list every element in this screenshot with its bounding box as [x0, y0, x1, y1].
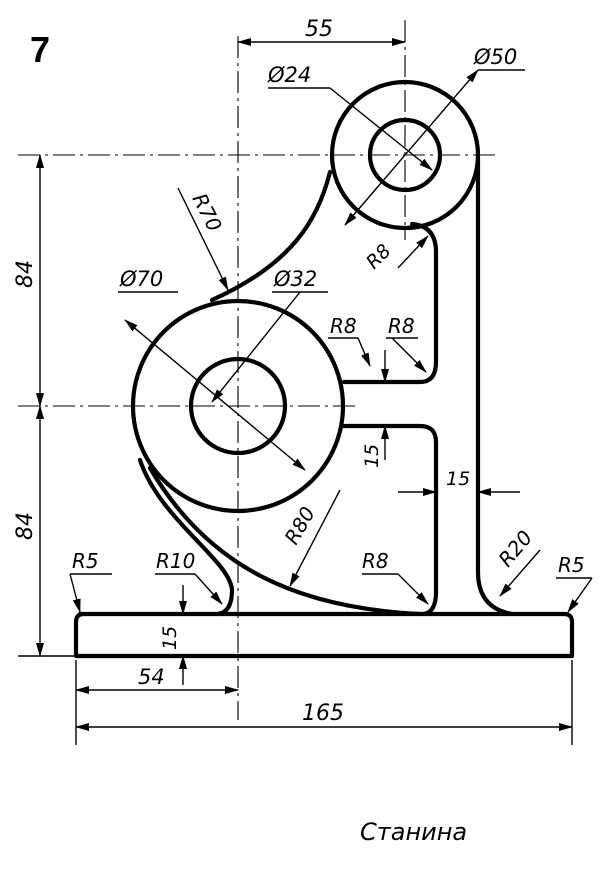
dim-dia-50: Ø50: [473, 45, 517, 69]
exercise-number: 7: [30, 29, 50, 70]
dim-54: 54: [138, 665, 165, 689]
arc-r80: [147, 465, 423, 617]
dim-55: 55: [305, 17, 333, 42]
dim-r5-right: R5: [558, 553, 585, 577]
dim-r70: R70: [188, 189, 227, 235]
base-plate: [73, 611, 575, 659]
dim-dia-24: Ø24: [267, 63, 311, 87]
dim-r8-slot-right: R8: [388, 314, 415, 338]
leaders: [69, 69, 593, 613]
dim-84-upper: 84: [13, 260, 38, 288]
right-column: [475, 155, 515, 617]
fillet-r10: [137, 457, 235, 617]
dim-84-lower: 84: [13, 512, 38, 540]
dim-15-slot: 15: [361, 444, 383, 468]
dim-dia-32: Ø32: [273, 267, 317, 291]
part-outline: [73, 79, 575, 659]
slot-lower-contour: [341, 423, 439, 617]
caption: Станина: [360, 818, 467, 846]
dimension-lines: [36, 38, 573, 731]
web-contour: [341, 221, 439, 385]
dim-r80: R80: [280, 502, 320, 548]
labels: 7 55 Ø50 Ø24 R70 Ø70 Ø32 R8 R8 R8 84 84 …: [13, 17, 585, 846]
dim-r10: R10: [156, 549, 195, 573]
dim-r8-upper: R8: [362, 240, 395, 273]
dim-r20: R20: [493, 526, 537, 572]
dim-dia-70: Ø70: [119, 267, 163, 291]
extension-lines: [18, 655, 573, 745]
dim-15-web: 15: [446, 468, 470, 490]
dim-15-base: 15: [159, 626, 181, 650]
dim-r8-lower: R8: [362, 549, 389, 573]
dim-r5-left: R5: [72, 549, 99, 573]
dim-r8-slot-left: R8: [330, 314, 357, 338]
dim-165: 165: [302, 701, 344, 726]
